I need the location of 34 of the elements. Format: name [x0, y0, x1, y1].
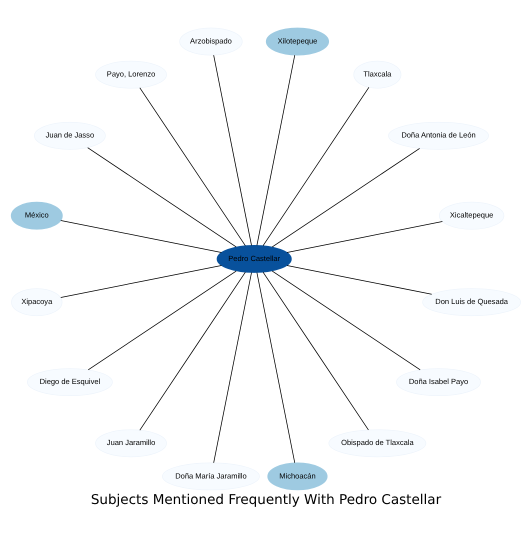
connector: [262, 86, 370, 246]
connector: [60, 220, 222, 253]
diagram-title: Subjects Mentioned Frequently With Pedro Castellar: [90, 492, 442, 508]
connector: [88, 270, 237, 370]
connector: [272, 270, 421, 370]
connector: [272, 148, 420, 248]
node-ellipse: Doña Isabel Payo: [396, 368, 481, 396]
connector: [262, 272, 369, 430]
connector: [213, 272, 252, 464]
node-ellipse: Doña María Jaramillo: [162, 462, 260, 490]
node-ellipse: Tlaxcala: [353, 60, 402, 89]
node-ellipse: Xicaltepeque: [438, 202, 504, 230]
connector: [213, 54, 252, 246]
connector: [139, 87, 246, 246]
connector: [256, 54, 296, 246]
node-ellipse: Payo, Lorenzo: [95, 60, 167, 89]
node-ellipse: Xipacoya: [11, 288, 62, 316]
node-ellipse: Diego de Esquivel: [27, 368, 113, 396]
node-ellipse: Michoacán: [267, 462, 328, 490]
node-ellipse: Xilotepeque: [266, 28, 330, 56]
node-ellipse: Don Luis de Quesada: [422, 288, 522, 316]
node-ellipse: Arzobispado: [179, 28, 243, 56]
node-ellipse: Pedro Castellar: [216, 245, 292, 273]
connector: [286, 221, 443, 253]
connector: [87, 147, 237, 248]
node-ellipse: Juan de Jasso: [34, 122, 106, 150]
connector: [139, 272, 246, 431]
connector: [286, 265, 432, 295]
node-ellipse: Obispado de Tlaxcala: [328, 429, 426, 458]
node-ellipse: México: [10, 202, 63, 230]
node-ellipse: Juan Jaramillo: [95, 429, 167, 458]
connector: [256, 272, 296, 464]
connector: [60, 265, 222, 298]
node-ellipse: Doña Antonia de León: [388, 122, 489, 150]
